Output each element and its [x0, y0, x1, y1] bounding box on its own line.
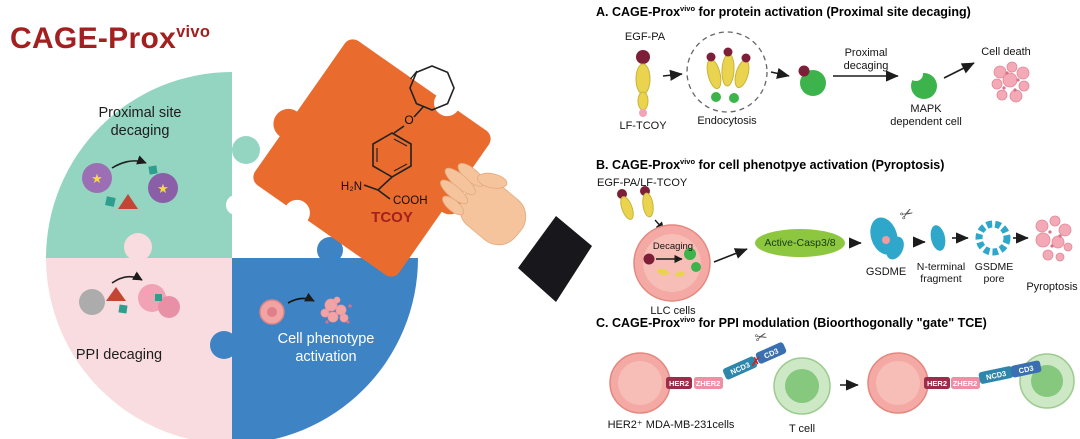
arrow — [770, 67, 790, 79]
cd3-label: CD3 — [1018, 364, 1035, 376]
puzzle-knob-blue-left — [210, 331, 238, 359]
active-casp-label: Active-Casp3/8 — [764, 237, 836, 249]
egf-pa-lf-tcoy-icons — [617, 186, 654, 220]
puzzle-piece-tcoy — [253, 39, 491, 277]
oxygen-label: O — [404, 113, 413, 127]
activation-arrow — [287, 292, 315, 304]
star-icon: ★ — [91, 171, 103, 186]
panel-b-graphics: ✂ — [617, 186, 1073, 302]
panel-a-title: A. CAGE-Proxvivo for protein activation … — [596, 4, 971, 20]
puzzle-piece-proximal — [46, 72, 232, 258]
sleeve — [518, 216, 592, 302]
arrow — [713, 248, 748, 263]
cyclooctene-ring — [409, 65, 455, 111]
arrow — [943, 62, 975, 79]
gsdme-protein — [870, 217, 904, 260]
phenotype-activation-icons — [259, 292, 352, 325]
her2-box — [666, 377, 692, 389]
zher2-label: ZHER2 — [953, 379, 978, 388]
mda-cell-right — [867, 352, 929, 414]
ppi-decaging-icons — [79, 271, 180, 318]
proximal-site-decaging-label: Proximal site decaging — [98, 105, 182, 140]
endocytosed-ligands — [706, 53, 750, 90]
burst-cell-icon — [320, 296, 349, 323]
t-cell-right — [1019, 353, 1075, 409]
cage-dots — [706, 47, 751, 63]
cd3-bar: CD3 — [1010, 360, 1042, 378]
cell-phenotype-activation-label: Cell phenotype activation — [277, 331, 375, 366]
mapk-label: MAPK dependent cell — [890, 103, 962, 128]
pyroptosis-label: Pyroptosis — [1026, 281, 1078, 293]
endocytosis-label: Endocytosis — [697, 115, 757, 127]
active-casp-ellipse — [755, 229, 845, 257]
decaging-label: Decaging — [652, 241, 694, 252]
ncd3-bar: NCD3 — [978, 366, 1014, 384]
star-icon: ★ — [157, 181, 169, 196]
decaging-arrow — [111, 155, 147, 169]
zher2-label: ZHER2 — [696, 379, 721, 388]
triangle-icon — [118, 194, 138, 209]
endocytosis-circle — [686, 31, 768, 113]
tcoy-structure — [363, 65, 455, 200]
her2-label: HER2 — [927, 379, 947, 388]
panel-a-graphics — [635, 31, 1030, 117]
panel-c-graphics: HER2 ZHER2 NCD3 CD3 ✂ ✗ HER2 — [609, 328, 1075, 415]
triangle-icon — [106, 287, 126, 301]
cd3-bar: CD3 — [755, 342, 787, 364]
llc-cells-label: LLC cells — [650, 305, 696, 317]
hand-illustration — [440, 162, 592, 302]
gsdme-pore-ring — [975, 220, 1011, 256]
arrow — [662, 69, 683, 81]
her2-label: HER2 — [669, 379, 689, 388]
puzzle-knob-blue-top — [317, 237, 343, 263]
tcoy-name-label: TCOY — [371, 209, 413, 226]
her2-box — [924, 377, 950, 389]
figure-title: CAGE-Proxvivo — [10, 22, 211, 55]
cell-death-label: Cell death — [981, 46, 1031, 58]
puzzle-knob-teal — [232, 136, 260, 164]
lf-tcoy-label: LF-TCOY — [619, 120, 667, 132]
scissors-icon: ✂ — [897, 204, 917, 225]
proximal-decaging-step-label: Proximal decaging — [843, 47, 889, 72]
zher2-box — [694, 377, 723, 389]
proximal-decaging-icons: ★ ★ — [82, 155, 178, 209]
egf-pa-label: EGF-PA — [624, 31, 666, 43]
cooh-label: COOH — [393, 195, 428, 207]
ncd3-label: NCD3 — [985, 369, 1007, 382]
h2n-label: H₂N — [341, 181, 362, 193]
thumb — [476, 172, 508, 189]
puzzle-knob-pink — [124, 233, 152, 261]
caged-protein-icon — [798, 65, 826, 96]
pyroptosis-cluster — [1035, 215, 1073, 262]
panel-c-title: C. CAGE-Proxvivo for PPI modulation (Bio… — [596, 315, 987, 331]
llc-cell — [633, 224, 711, 302]
cell-death-cluster — [991, 61, 1030, 103]
egf-pa-ligand-icon — [635, 50, 651, 117]
egf-pa-lf-tcoy-label: EGF-PA/LF-TCOY — [597, 177, 688, 189]
gsdme-label: GSDME — [865, 266, 907, 278]
green-proteins-endocytosis — [711, 92, 739, 103]
t-cell-left — [773, 357, 831, 415]
zher2-box — [951, 377, 980, 389]
t-cell-label: T cell — [788, 423, 816, 435]
scissors-icon: ✂ — [753, 328, 770, 348]
panel-b-title: B. CAGE-Proxvivo for cell phenotpye acti… — [596, 157, 945, 173]
decaging-arrow — [111, 271, 143, 284]
cross-icon: ✗ — [751, 354, 762, 369]
mda-mb-231-label: HER2⁺ MDA-MB-231cells — [607, 419, 735, 431]
n-terminal-fragment-label: N-terminal fragment — [916, 261, 966, 286]
n-terminal-fragment-icon — [930, 225, 946, 251]
ppi-decaging-label: PPI decaging — [75, 347, 163, 363]
puzzle-notch — [226, 195, 246, 215]
decaged-protein-icon — [909, 67, 937, 99]
mda-cell-left — [609, 352, 671, 414]
puzzle-diagram: ★ ★ — [46, 39, 592, 439]
gsdme-pore-label: GSDME pore — [974, 261, 1014, 286]
